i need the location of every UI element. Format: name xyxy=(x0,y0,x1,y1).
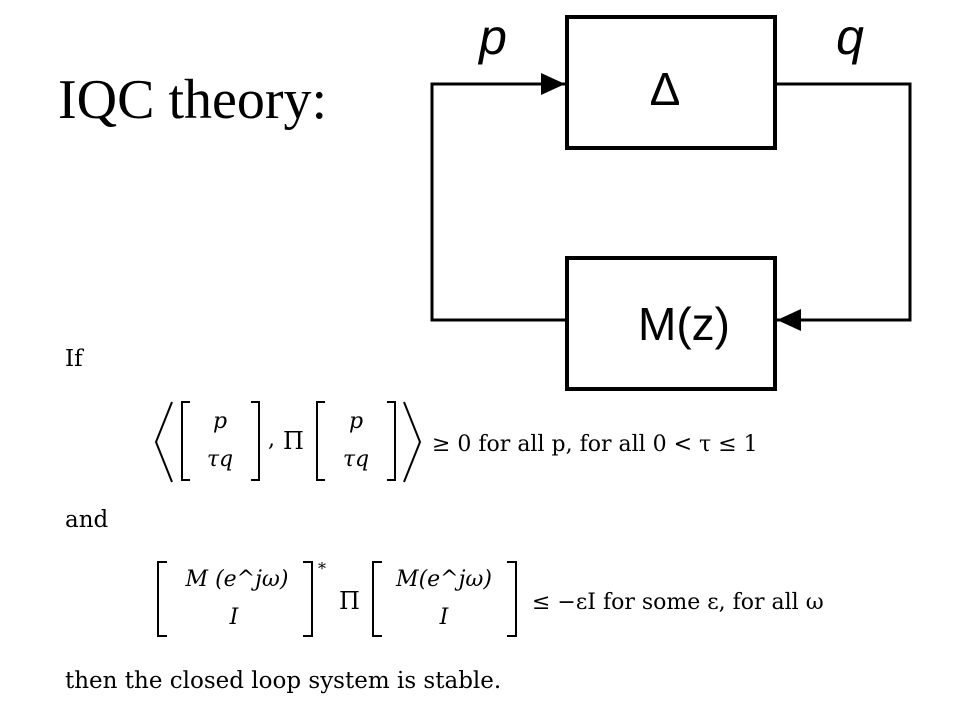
and-label: and xyxy=(65,507,109,533)
plant-block xyxy=(565,256,777,391)
lhs-bottom-entry: I xyxy=(229,605,240,630)
lhs-right-bracket xyxy=(303,561,313,637)
delta-block xyxy=(565,15,777,150)
vector1-left-bracket xyxy=(181,401,190,481)
delta-block-label: Δ xyxy=(650,63,681,115)
rhs-left-bracket xyxy=(372,561,382,637)
plant-input-arrowhead xyxy=(777,309,801,331)
rhs-right-bracket xyxy=(507,561,517,637)
vector1-right-bracket xyxy=(251,401,260,481)
conclusion-text: then the closed loop system is stable. xyxy=(65,668,502,694)
plant-block-label: M(z) xyxy=(638,298,730,350)
vector2-right-bracket xyxy=(387,401,396,481)
left-angle-bracket xyxy=(154,401,173,483)
slide-title: IQC theory: xyxy=(58,69,328,131)
condition1-rhs: ≥ 0 for all p, for all 0 < τ ≤ 1 xyxy=(432,432,758,457)
signal-p-label: p xyxy=(477,9,507,65)
lhs-top-entry: M (e^jω) xyxy=(185,567,289,592)
input-feedback-wire xyxy=(430,82,567,322)
rhs-top-entry: M(e^jω) xyxy=(395,567,492,592)
conjugate-transpose-star: * xyxy=(318,559,326,578)
vector1-top: p xyxy=(213,409,227,434)
vector2-bottom: τq xyxy=(343,447,369,472)
lhs-left-bracket xyxy=(157,561,167,637)
condition2-rhs: ≤ −εI for some ε, for all ω xyxy=(532,590,824,615)
rhs-bottom-entry: I xyxy=(439,605,450,630)
pi-multiplier-2: Π xyxy=(339,587,360,615)
vector2-left-bracket xyxy=(316,401,325,481)
vector1-bottom: τq xyxy=(207,447,233,472)
vector2-top: p xyxy=(349,409,363,434)
if-label: If xyxy=(65,346,83,372)
inner-product-comma: , xyxy=(268,427,275,452)
delta-input-arrowhead xyxy=(541,73,565,95)
right-angle-bracket xyxy=(403,401,422,483)
signal-q-label: q xyxy=(836,9,864,65)
output-feedback-wire xyxy=(775,82,912,322)
pi-multiplier-1: Π xyxy=(283,427,304,455)
